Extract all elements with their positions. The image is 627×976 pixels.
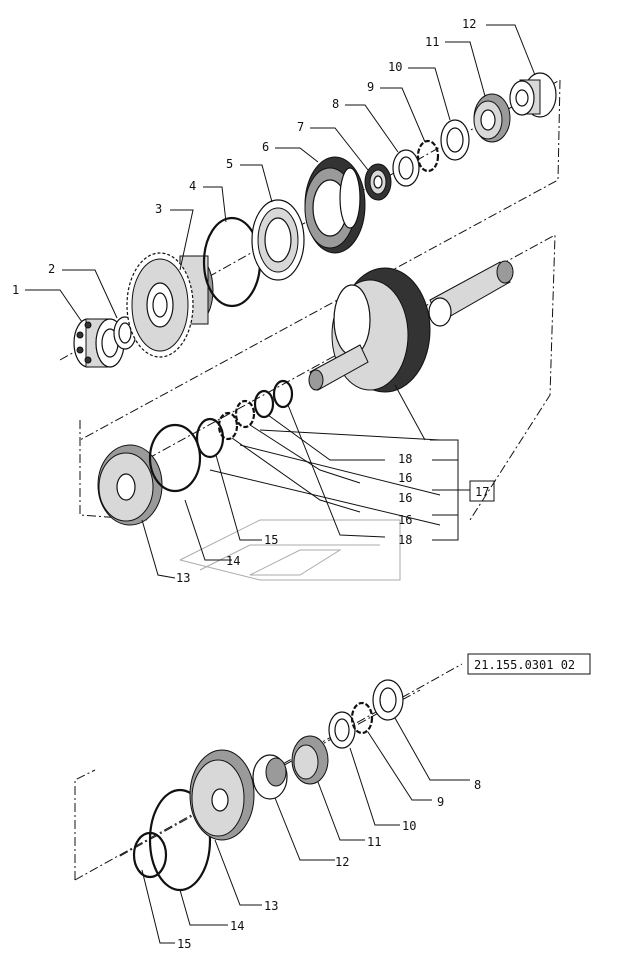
label-5: 5 (226, 157, 233, 171)
shaft-drum-part (308, 260, 514, 441)
label-14: 14 (226, 554, 240, 568)
label-12: 12 (462, 17, 476, 31)
reference-code: 21.155.0301 02 (474, 658, 575, 672)
snap-ring-part (202, 216, 262, 308)
label-2: 2 (48, 262, 55, 276)
lower-label-10: 10 (402, 819, 416, 833)
label-15: 15 (264, 533, 278, 547)
label-10: 10 (388, 60, 402, 74)
label-16-a: 16 (398, 471, 412, 485)
lower-label-11: 11 (367, 835, 381, 849)
label-16-b: 16 (398, 491, 412, 505)
label-8: 8 (332, 97, 339, 111)
lower-label-13: 13 (264, 899, 278, 913)
lower-label-15: 15 (177, 937, 191, 951)
group-label-17: 17 (475, 485, 489, 499)
sealing-rings-part (148, 379, 294, 493)
lower-parts (132, 679, 404, 892)
lower-label-12: 12 (335, 855, 349, 869)
reference-code-box: 21.155.0301 02 (467, 653, 591, 675)
disc-part (97, 444, 163, 526)
small-gear-part (364, 163, 392, 201)
group-reference-box: 17 (469, 480, 495, 502)
label-13: 13 (176, 571, 190, 585)
label-6: 6 (262, 140, 269, 154)
label-9: 9 (367, 80, 374, 94)
label-18-a: 18 (398, 452, 412, 466)
washer-rings-part (392, 119, 470, 187)
watermark-logo (179, 519, 401, 581)
piston-part (473, 93, 511, 143)
label-18-b: 18 (398, 533, 412, 547)
ring-gear-part (304, 156, 366, 254)
upper-leader-lines (25, 24, 536, 579)
lower-label-14: 14 (230, 919, 244, 933)
label-16-c: 16 (398, 513, 412, 527)
plate-part (251, 199, 305, 281)
label-11: 11 (425, 35, 439, 49)
cup-part (509, 72, 557, 118)
lower-label-8: 8 (474, 778, 481, 792)
lower-label-9: 9 (437, 795, 444, 809)
label-1: 1 (12, 283, 19, 297)
label-7: 7 (297, 120, 304, 134)
lower-leader-lines (141, 717, 470, 944)
lower-part-numbers: 8 9 10 11 12 13 14 15 (177, 778, 481, 951)
gear-part (126, 252, 214, 358)
upper-part-numbers: 1 2 3 4 5 6 7 8 9 10 11 12 13 14 15 16 1… (12, 17, 476, 585)
label-4: 4 (189, 179, 196, 193)
label-3: 3 (155, 202, 162, 216)
